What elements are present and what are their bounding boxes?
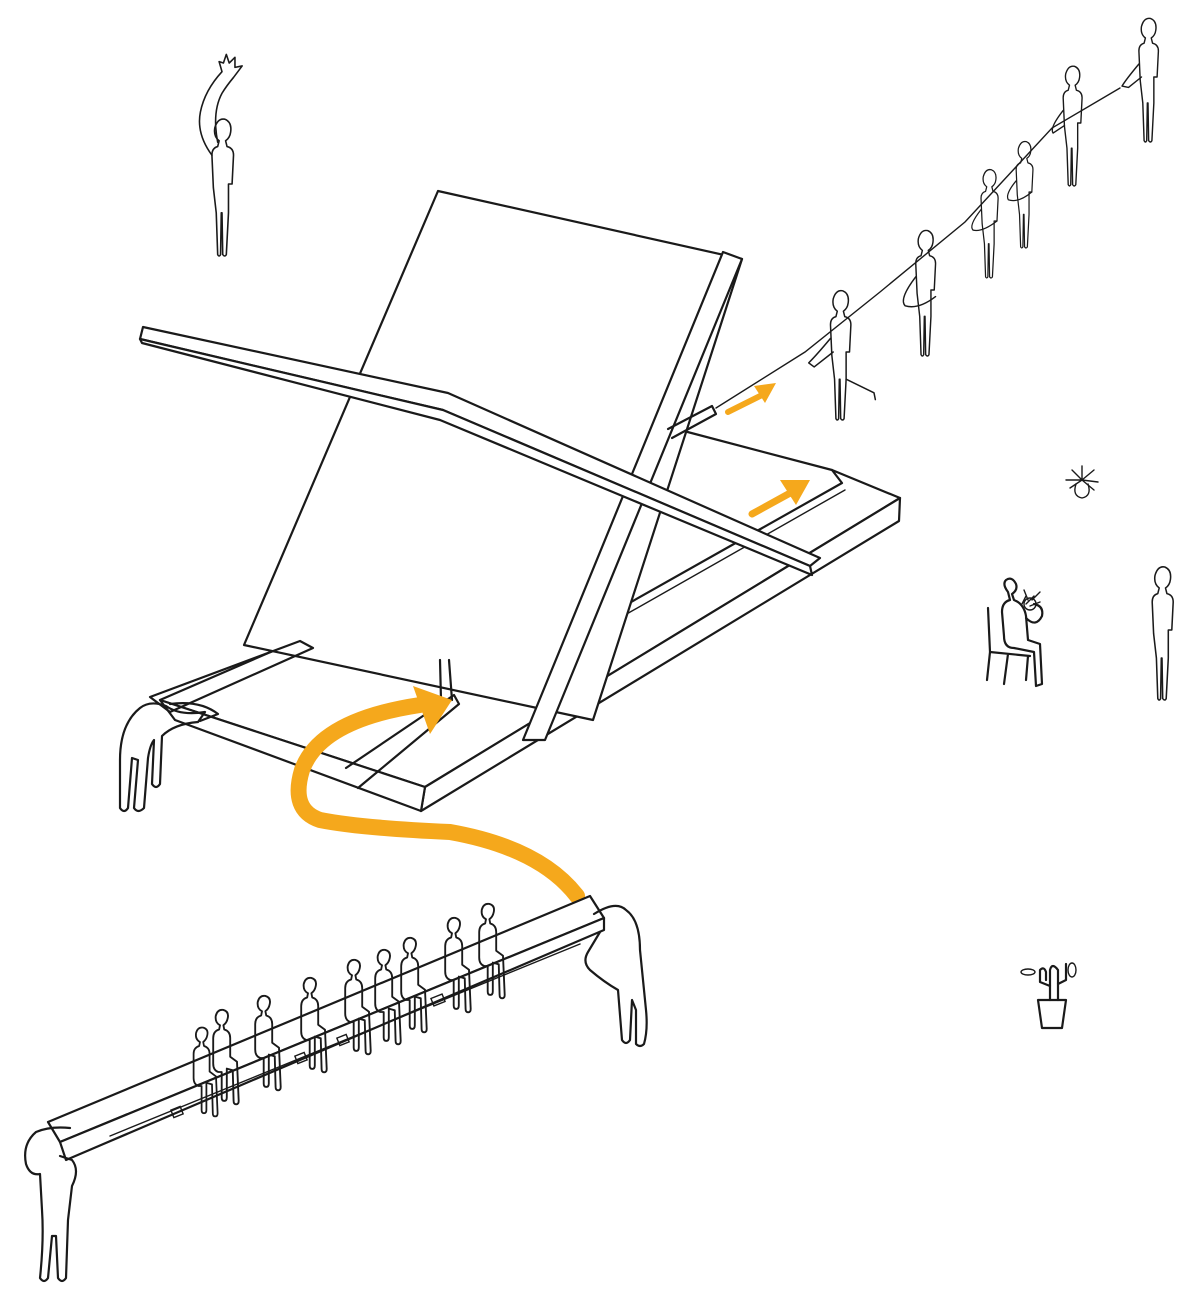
bench-carrier-left xyxy=(24,1126,78,1283)
potted-cactus-icon xyxy=(1020,962,1077,1030)
hinge-left xyxy=(148,639,315,714)
pull-arrow-rope xyxy=(725,383,776,415)
bench-front-edge xyxy=(58,916,606,1162)
puller-2 xyxy=(902,229,937,357)
curved-transfer-arrow xyxy=(290,697,585,904)
flow-arrows xyxy=(290,383,810,904)
hinge-right xyxy=(666,404,718,440)
standing-person xyxy=(1151,566,1174,701)
push-arrow-base xyxy=(748,480,810,518)
hand-holding-left-corner xyxy=(118,702,207,813)
upright-panel xyxy=(242,189,744,722)
carried-bench xyxy=(24,894,648,1283)
folding-platform xyxy=(118,189,902,813)
puller-4 xyxy=(1006,140,1034,249)
rope-pulling-team xyxy=(807,17,1160,421)
bench-carrier-right xyxy=(584,904,648,1048)
seated-person xyxy=(985,577,1044,688)
curved-transfer-arrowhead xyxy=(413,686,452,734)
bench-bags xyxy=(169,993,446,1119)
bench-top xyxy=(46,894,606,1144)
hinge-left-joint xyxy=(168,702,220,723)
puller-6 xyxy=(1121,17,1160,143)
base-groove-right xyxy=(583,468,844,630)
tilted-board-edge xyxy=(138,337,814,577)
puller-3 xyxy=(971,168,999,279)
flower-bouquet-icon xyxy=(1021,589,1041,611)
base-slab-left-edge xyxy=(158,698,427,813)
waving-person xyxy=(198,53,243,257)
chair xyxy=(985,606,1032,686)
cactus-pot xyxy=(1036,998,1068,1030)
pull-rope xyxy=(715,87,1121,409)
small-flower-icon xyxy=(1065,465,1099,499)
puller-1 xyxy=(807,289,877,421)
puller-5 xyxy=(1051,65,1083,187)
base-groove-left xyxy=(344,693,461,790)
